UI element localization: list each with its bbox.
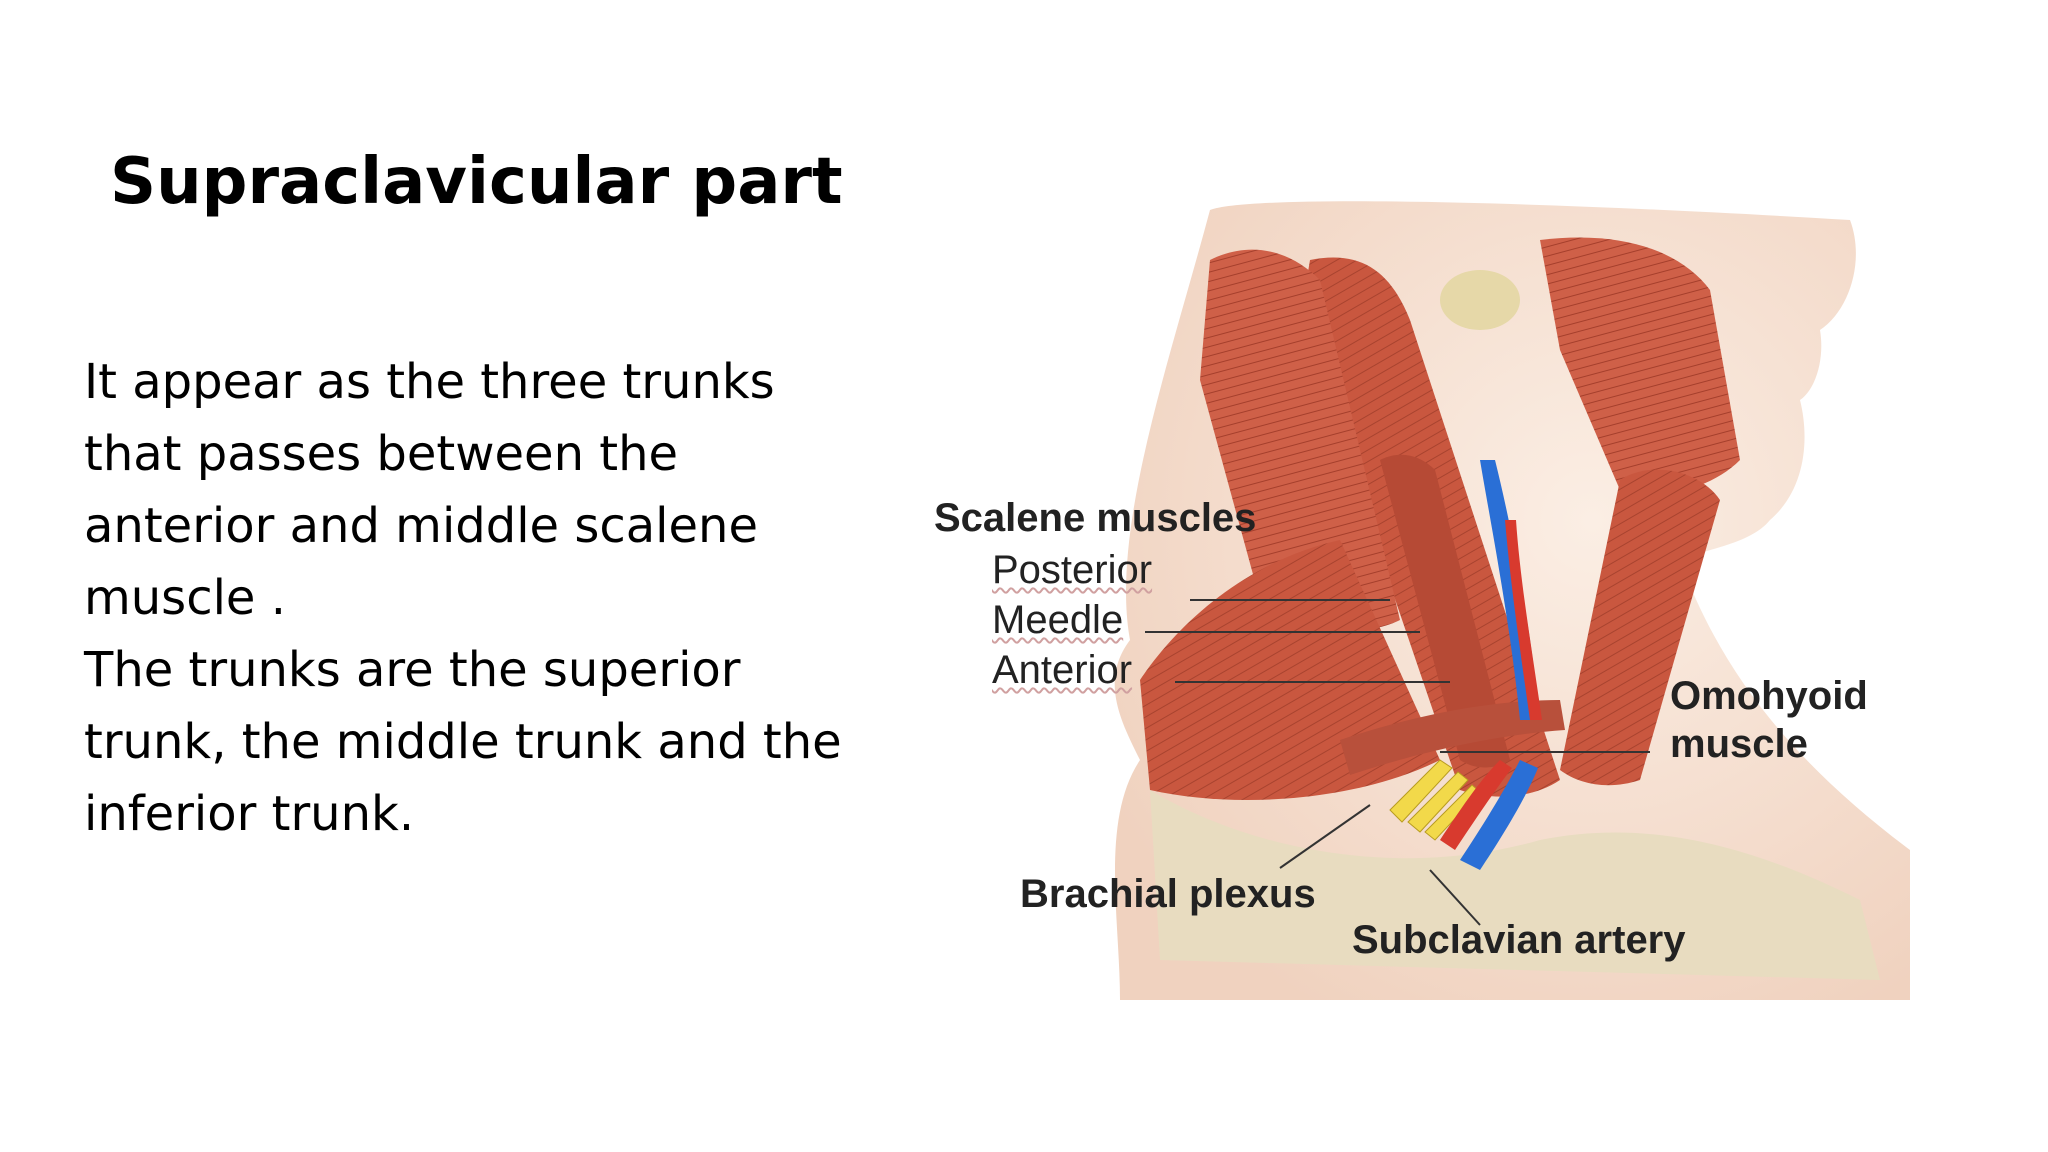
carotid-artery <box>1505 520 1542 720</box>
label-subclavian-artery: Subclavian artery <box>1352 918 1686 962</box>
neck-anatomy-figure: Scalene muscles Posterior Meedle Anterio… <box>920 200 1920 1000</box>
body-line: anterior and middle scalene <box>84 498 758 554</box>
label-omohyoid-line2: muscle <box>1670 722 1808 766</box>
neck-anatomy-illustration <box>1114 201 1910 1000</box>
label-posterior: Posterior <box>992 548 1153 592</box>
label-brachial-plexus: Brachial plexus <box>1020 872 1316 916</box>
leader-line-brachial-plexus <box>1279 804 1371 869</box>
brachial-plexus-nerve <box>1389 759 1453 823</box>
middle-muscle <box>1380 454 1510 768</box>
body-text: It appear as the three trunks that passe… <box>84 346 884 850</box>
label-middle: Meedle <box>992 598 1124 642</box>
label-scalene-muscles: Scalene muscles <box>934 496 1257 540</box>
label-omohyoid-line1: Omohyoid <box>1670 674 1868 718</box>
body-line: that passes between the <box>84 426 679 482</box>
brachial-plexus-nerve <box>1407 771 1469 833</box>
face-muscle <box>1540 237 1740 494</box>
omohyoid-muscle-shape <box>1340 700 1565 775</box>
clavicle-region <box>1150 790 1880 980</box>
body-line: trunk, the middle trunk and the <box>84 714 842 770</box>
body-line: muscle . <box>84 570 286 626</box>
subclavian-vein <box>1460 760 1538 870</box>
body-line: The trunks are the superior <box>84 642 741 698</box>
slide-title: Supraclavicular part <box>110 145 843 219</box>
leader-line-subclavian <box>1429 869 1481 926</box>
anterior-muscle <box>1560 469 1720 786</box>
posterior-muscle <box>1200 249 1400 631</box>
mastoid-bone <box>1440 270 1520 330</box>
body-line: inferior trunk. <box>84 786 415 842</box>
subclavian-artery-shape <box>1440 760 1512 850</box>
label-anterior: Anterior <box>992 648 1133 692</box>
body-line: It appear as the three trunks <box>84 354 775 410</box>
